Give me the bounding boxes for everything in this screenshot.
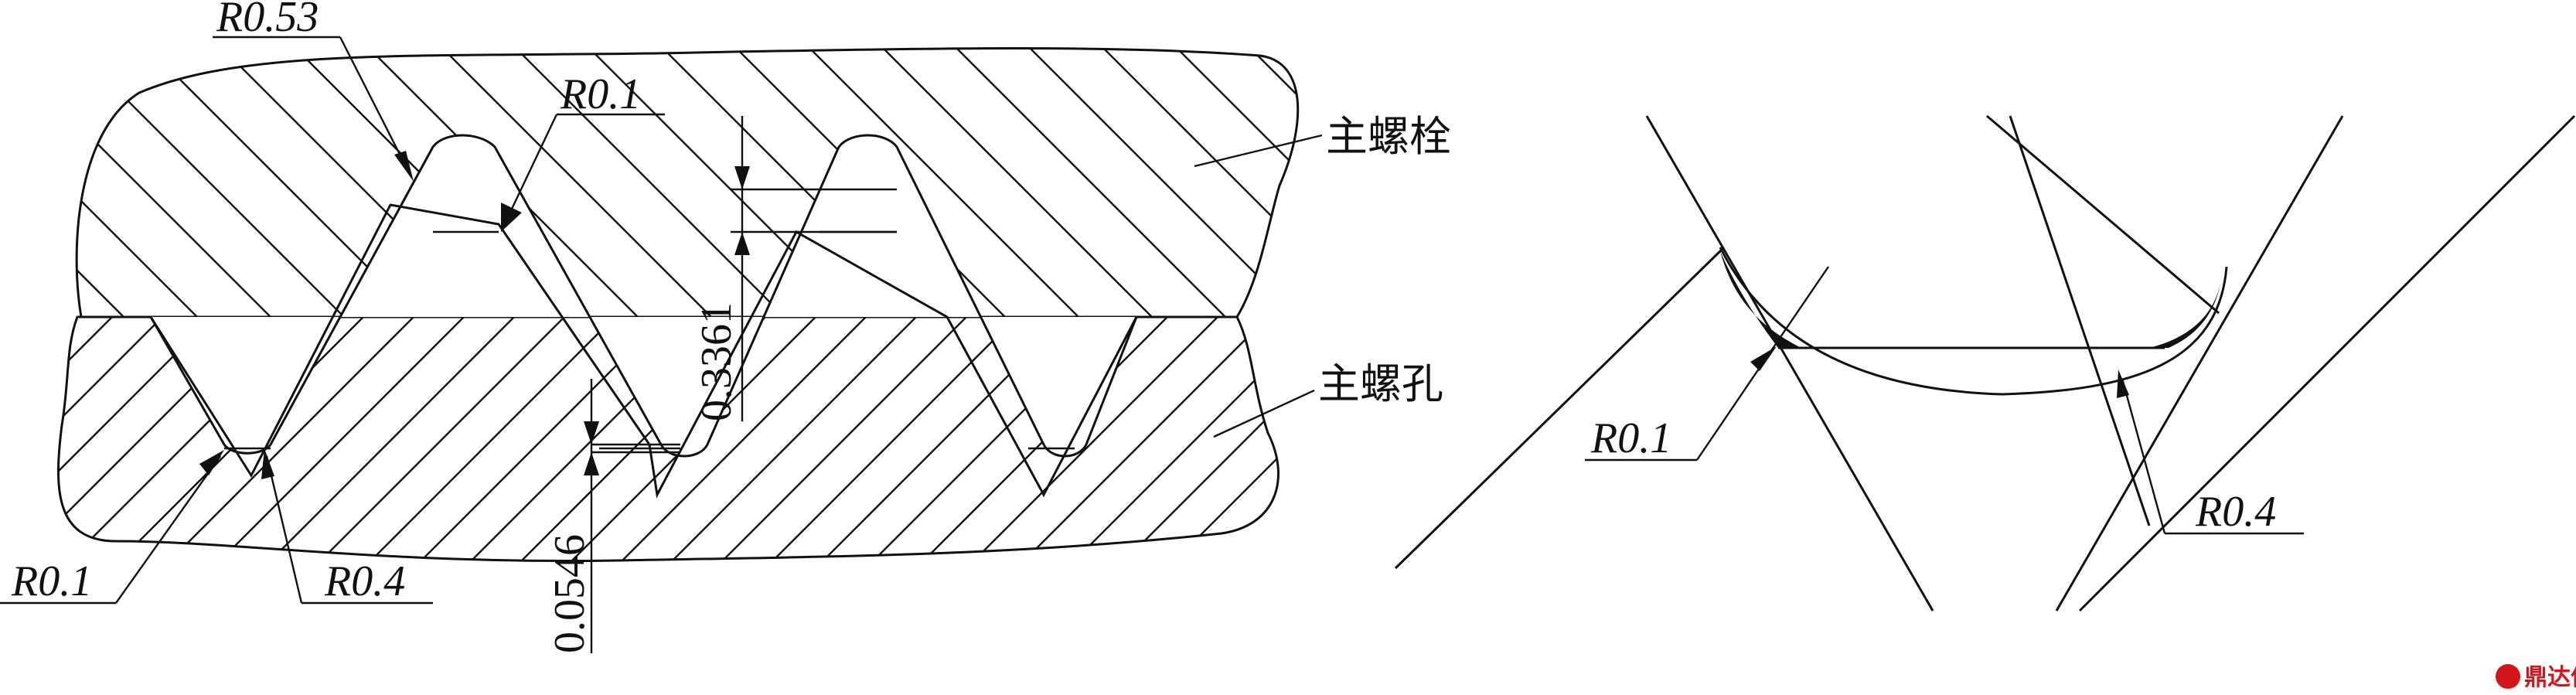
detail-right-flank-inner xyxy=(2078,114,2576,612)
detail-upper-flank xyxy=(1986,114,2220,315)
left-section-view: 主螺栓 主螺孔 R0.53 R0.1 0.3361 0.0546 R0.1 xyxy=(0,0,1770,653)
hatch-line xyxy=(343,317,639,561)
hole-label: 主螺孔 xyxy=(1318,359,1443,408)
hatch-line xyxy=(931,48,1257,317)
hatch-line xyxy=(1147,317,1279,561)
r04-bottom-arrowhead xyxy=(261,448,274,479)
hatch-line xyxy=(58,317,136,561)
hatch-line xyxy=(1372,23,1697,348)
detail-upper-flank-2 xyxy=(2009,115,2151,526)
r04-bottom-label: R0.4 xyxy=(324,557,405,605)
right-detail-view: R0.1 R0.4 xyxy=(1394,114,2576,612)
hatch-line xyxy=(1047,317,1279,561)
r01-bottom-leader xyxy=(115,455,221,604)
dim-0546-arrow-top xyxy=(584,421,599,445)
detail-left-flank-outer xyxy=(1645,115,1934,612)
hatch-line xyxy=(645,317,940,561)
hatch-line xyxy=(77,48,82,317)
hatch-line xyxy=(784,48,1110,317)
hole-hatching xyxy=(0,294,1593,588)
r01-top-label: R0.1 xyxy=(560,70,641,118)
r01-bottom-label: R0.1 xyxy=(11,557,92,605)
hatch-line xyxy=(193,317,488,561)
detail-root-arc xyxy=(1719,247,2228,396)
r053-arrowhead xyxy=(394,151,414,182)
hatch-line xyxy=(243,317,538,561)
detail-left-flank-inner xyxy=(1394,246,1726,570)
external-thread-profile xyxy=(149,134,1138,458)
r01-top-arrowhead xyxy=(501,203,522,232)
thread-clearance-fill xyxy=(151,135,1136,456)
dim-0546-label: 0.0546 xyxy=(546,534,594,653)
dim-3361-arrow-top xyxy=(734,166,750,189)
hatch-line xyxy=(857,48,1184,317)
detail-r04-label: R0.4 xyxy=(2195,488,2276,536)
detail-r04-arrowhead xyxy=(2117,370,2129,398)
hatch-line xyxy=(1446,23,1770,348)
hatch-line xyxy=(1198,317,1279,561)
detail-r01-leader-ext xyxy=(1770,266,1829,353)
detail-r01-arrowhead xyxy=(1750,346,1777,371)
bolt-label: 主螺栓 xyxy=(1326,112,1451,161)
hatch-line xyxy=(0,23,8,348)
hatch-line xyxy=(1151,48,1298,317)
watermark-logo-icon xyxy=(2496,664,2520,689)
hatch-line xyxy=(946,317,1242,561)
detail-fillet-right xyxy=(2149,271,2223,348)
hatch-line xyxy=(1225,48,1298,317)
hatch-line xyxy=(1248,317,1279,561)
hatch-line xyxy=(417,48,743,317)
hatch-line xyxy=(695,317,990,561)
hatch-line xyxy=(490,48,816,317)
hatch-line xyxy=(1299,23,1624,348)
detail-right-flank-outer xyxy=(2055,115,2344,612)
watermark: 鼎达信 xyxy=(2496,664,2576,691)
watermark-text: 鼎达信 xyxy=(2524,664,2576,691)
hole-label-leader xyxy=(1213,389,1315,438)
hatch-line xyxy=(0,294,35,588)
hatch-line xyxy=(142,317,438,561)
detail-r01-label: R0.1 xyxy=(1590,414,1671,462)
dim-3361-arrow-bottom xyxy=(734,232,750,255)
r053-label: R0.53 xyxy=(216,0,319,41)
hatch-line xyxy=(1097,317,1279,561)
hatch-line xyxy=(1299,294,1593,588)
hatch-line xyxy=(1004,48,1298,317)
hatch-line xyxy=(58,317,186,561)
r053-leader xyxy=(339,36,411,175)
bolt-outline xyxy=(75,47,1300,319)
r04-bottom-leader xyxy=(265,455,303,604)
hatch-line xyxy=(745,317,1041,561)
internal-thread-profile xyxy=(149,203,1138,499)
hatch-line xyxy=(997,317,1279,561)
dim-0546-arrow-bottom xyxy=(584,452,599,475)
hatch-line xyxy=(293,317,588,561)
hatch-line xyxy=(595,317,890,561)
dim-3361-label: 0.3361 xyxy=(693,302,741,421)
bolt-label-leader xyxy=(1194,134,1323,168)
hatch-line xyxy=(77,48,302,317)
hatch-line xyxy=(77,48,229,317)
r01-bottom-arrowhead xyxy=(199,450,224,475)
hatch-line xyxy=(1078,48,1298,317)
hatch-line xyxy=(77,48,155,317)
detail-r01-leader xyxy=(1696,351,1771,461)
detail-r04-leader xyxy=(2121,378,2166,534)
r01-top-leader xyxy=(505,114,558,221)
